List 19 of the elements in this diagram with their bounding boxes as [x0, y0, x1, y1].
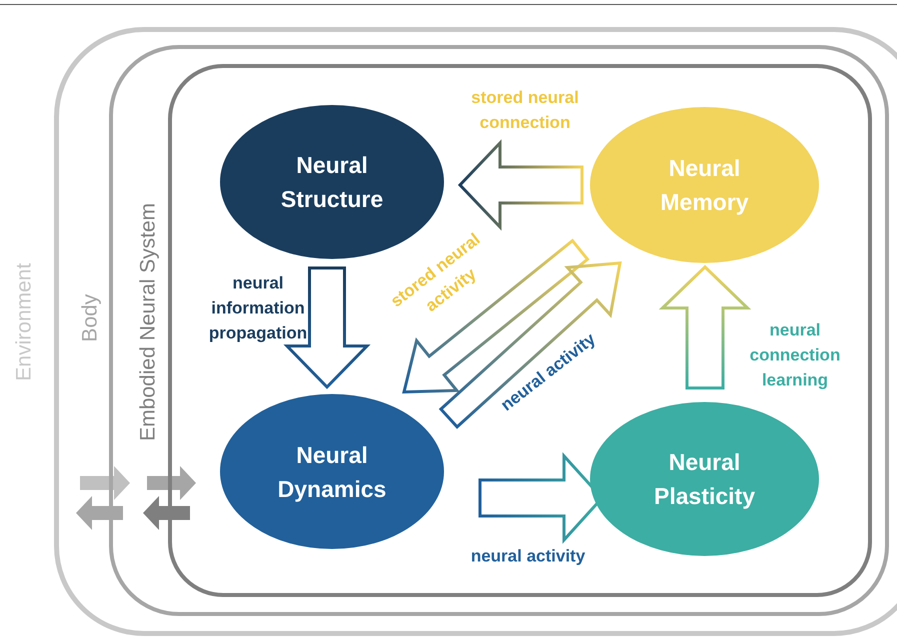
hollow-block-arrow [658, 264, 752, 390]
frame-label: Embodied Neural System [138, 202, 158, 442]
node-label: Neural Plasticity [653, 448, 756, 511]
block-arrow [143, 496, 190, 530]
hollow-block-arrow [438, 261, 622, 430]
edge-label: neural activity [470, 546, 586, 568]
edge-label: neural connection learning [748, 320, 842, 392]
frame-label: Body [80, 294, 100, 342]
block-arrow [80, 466, 130, 500]
node-label: Neural Structure [280, 151, 384, 214]
node-label: Neural Dynamics [276, 440, 388, 504]
hollow-block-arrow [402, 238, 590, 394]
edge-label: stored neural connection [470, 87, 580, 134]
node-label: Neural Memory [659, 154, 750, 217]
hollow-block-arrow [283, 266, 371, 390]
block-arrow [76, 496, 123, 530]
edge-label: neural information propagation [208, 272, 308, 344]
block-arrow [147, 466, 196, 500]
hollow-block-arrow [458, 139, 584, 231]
